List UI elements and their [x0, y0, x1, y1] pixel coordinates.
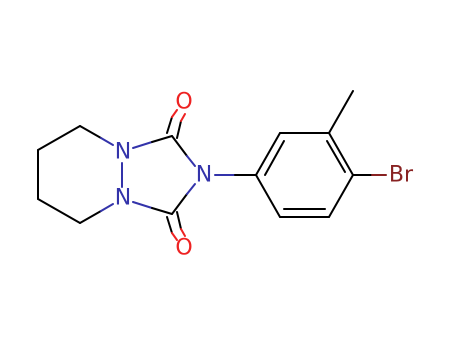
atom-n1-label: N	[115, 140, 131, 165]
bond-c2-o2-b	[176, 211, 182, 230]
bond-c8-n1	[79, 125, 102, 139]
bond-c6-c5	[37, 198, 81, 224]
bond-c2-n3-colored	[186, 183, 196, 195]
bond-c7-c8	[37, 125, 81, 151]
bond-n1-c1-blk	[151, 135, 173, 143]
bond-ar4-ar5	[328, 174, 354, 218]
atom-o1-label: O	[175, 90, 192, 115]
bond-c2-o2-b2	[180, 228, 186, 237]
bond-c1-o1-b2	[180, 113, 186, 122]
atom-o2-label: O	[175, 236, 192, 261]
atom-labels: N N N O O Br	[115, 90, 414, 261]
bond-ar1-ar2-inner	[264, 140, 285, 176]
bond-ar3-ar4	[328, 132, 354, 176]
atom-br-label: Br	[389, 163, 414, 188]
bond-n2-c2-blk	[151, 207, 173, 215]
bond-c2-o2-a	[166, 216, 173, 234]
bond-ar3-methyl	[328, 90, 354, 134]
bond-ar3-ar4-inner	[326, 140, 346, 173]
bond-c1-o1-b	[176, 120, 182, 139]
bond-c5-n2-colored	[100, 203, 114, 212]
bond-ar1-ar2	[255, 132, 281, 176]
bond-c1-o1-a2	[171, 109, 178, 118]
bond-c2-n3	[171, 193, 188, 215]
bond-c1-o1-a	[166, 116, 173, 134]
bond-c2-o2-a2	[171, 232, 178, 241]
bond-c5-n2	[79, 210, 102, 224]
atom-n3-label: N	[196, 163, 212, 188]
bond-c1-n3-colored	[186, 155, 196, 167]
bond-n1-c1	[132, 141, 153, 149]
bonds	[37, 90, 387, 241]
bond-ar6-ar1	[255, 174, 281, 218]
atom-n2-label: N	[115, 186, 131, 211]
bond-c1-n3	[171, 135, 188, 157]
bond-n1-c8-colored	[100, 137, 114, 146]
bond-n2-c2	[132, 201, 153, 209]
